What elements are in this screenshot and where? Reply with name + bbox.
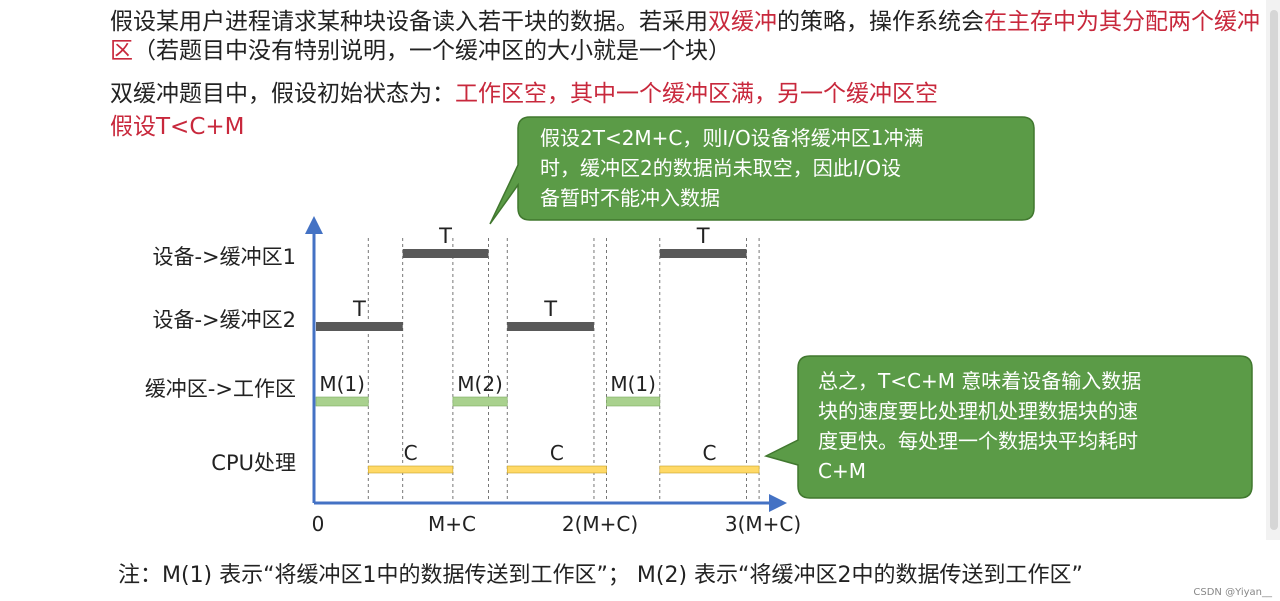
timeline-bar-label: M(2) bbox=[457, 372, 503, 396]
callout-top-line: 备暂时不能冲入数据 bbox=[540, 186, 720, 210]
timeline-bar-label: T bbox=[438, 224, 452, 248]
timeline-segments: T T T T M(1) M(2) M(1) C C C bbox=[315, 224, 760, 474]
row-label-device-buffer2: 设备->缓冲区2 bbox=[152, 308, 296, 332]
timeline-bar bbox=[606, 396, 661, 407]
callout-top-line: 假设2T<2M+C，则I/O设备将缓冲区1冲满 bbox=[540, 126, 924, 150]
row-label-buffer-workspace: 缓冲区->工作区 bbox=[144, 377, 296, 401]
x-tick-label: 0 bbox=[312, 512, 325, 536]
initial-state-label: 双缓冲题目中，假设初始状态为： bbox=[110, 81, 455, 107]
x-tick-label: 2(M+C) bbox=[562, 512, 638, 536]
timeline-bar-label: C bbox=[702, 441, 716, 465]
assumption-line: 假设T<C+M bbox=[110, 114, 245, 140]
timeline-bar bbox=[367, 465, 454, 474]
initial-state-line: 双缓冲题目中，假设初始状态为：工作区空，其中一个缓冲区满，另一个缓冲区空 bbox=[110, 80, 938, 109]
intro-highlight-two-buffers: 在主存中为其分配两个缓冲区 bbox=[110, 9, 1260, 64]
timeline-bar-label: M(1) bbox=[610, 372, 656, 396]
intro-text-e: （若题目中没有特别说明，一个缓冲区的大小就是一个块） bbox=[133, 38, 731, 64]
callout-top-line: 时，缓冲区2的数据尚未取空，因此I/O设 bbox=[540, 156, 902, 180]
scrollbar[interactable] bbox=[1266, 0, 1280, 540]
timeline-bar bbox=[507, 322, 594, 331]
timeline-bar bbox=[506, 465, 607, 474]
timeline-bar bbox=[315, 396, 369, 407]
row-label-device-buffer1: 设备->缓冲区1 bbox=[152, 245, 296, 269]
initial-state-highlight: 工作区空，其中一个缓冲区满，另一个缓冲区空 bbox=[455, 81, 938, 107]
timeline-bar-label: M(1) bbox=[319, 372, 365, 396]
time-guides bbox=[367, 238, 760, 503]
timeline-bar bbox=[316, 322, 403, 331]
callout-right-text: 总之，T<C+M 意味着设备输入数据 块的速度要比处理机处理数据块的速 度更快。… bbox=[818, 366, 1141, 486]
timeline-bar-label: C bbox=[550, 441, 564, 465]
callout-top-text: 假设2T<2M+C，则I/O设备将缓冲区1冲满 时，缓冲区2的数据尚未取空，因此… bbox=[540, 123, 924, 213]
x-tick-label: 3(M+C) bbox=[725, 512, 801, 536]
intro-highlight-double-buffer: 双缓冲 bbox=[708, 9, 777, 35]
timeline-bar bbox=[452, 396, 508, 407]
callout-top-bubble bbox=[489, 116, 1035, 225]
intro-text-c: 的策略，操作系统会 bbox=[777, 9, 984, 35]
timeline-bar bbox=[402, 249, 489, 258]
timeline-bar-label: T bbox=[543, 297, 557, 321]
timeline-bar bbox=[659, 249, 747, 258]
callout-right-line: 度更快。每处理一个数据块平均耗时 bbox=[818, 429, 1138, 453]
callout-right-bubble bbox=[763, 355, 1253, 499]
watermark: CSDN @Yiyan__ bbox=[1193, 587, 1272, 598]
scrollbar-thumb[interactable] bbox=[1270, 10, 1278, 530]
callout-right-line: 总之，T<C+M 意味着设备输入数据 bbox=[818, 369, 1142, 393]
timeline-bar-label: C bbox=[404, 441, 418, 465]
timeline-bar-label: T bbox=[352, 297, 366, 321]
timeline-bar bbox=[659, 465, 760, 474]
timeline-bar-label: T bbox=[696, 224, 710, 248]
callout-right-line: 块的速度要比处理机处理数据块的速 bbox=[818, 399, 1138, 423]
callout-right-line: C+M bbox=[818, 459, 866, 483]
row-label-cpu: CPU处理 bbox=[211, 451, 296, 475]
x-tick-label: M+C bbox=[428, 512, 476, 536]
intro-paragraph: 假设某用户进程请求某种块设备读入若干块的数据。若采用双缓冲的策略，操作系统会在主… bbox=[110, 8, 1260, 66]
intro-text-a: 假设某用户进程请求某种块设备读入若干块的数据。若采用 bbox=[110, 9, 708, 35]
x-tick-labels: 0 M+C 2(M+C) 3(M+C) bbox=[312, 512, 802, 536]
footnote: 注：M(1) 表示“将缓冲区1中的数据传送到工作区”； M(2) 表示“将缓冲区… bbox=[118, 563, 1083, 588]
